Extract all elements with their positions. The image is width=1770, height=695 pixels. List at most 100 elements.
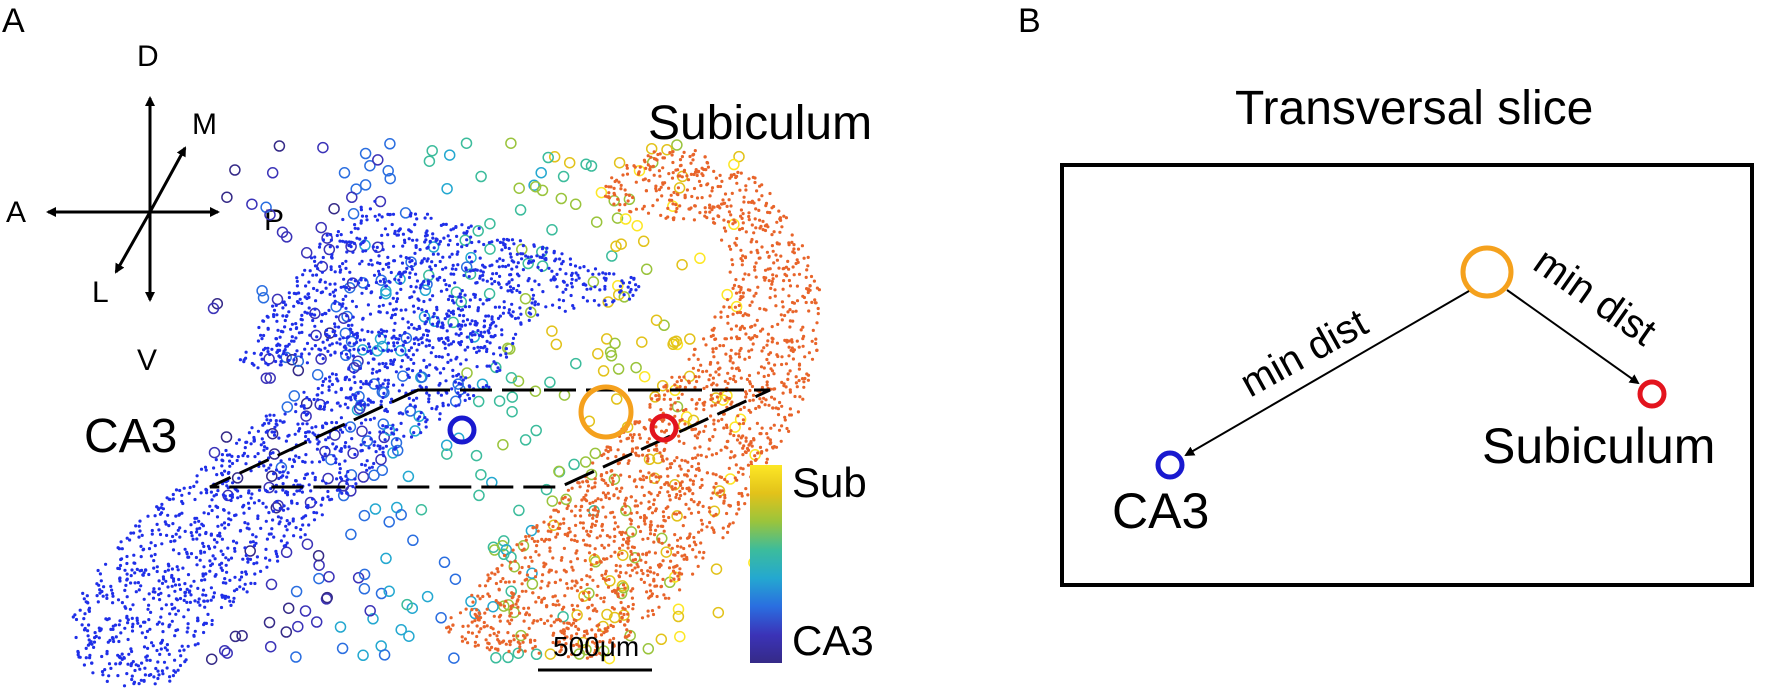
- ca3-cell-dot: [279, 516, 283, 520]
- subiculum-cell-dot: [599, 498, 603, 502]
- scatter-cell-circle: [502, 342, 514, 354]
- ca3-cell-dot: [91, 671, 95, 675]
- ca3-cell-dot: [549, 278, 553, 282]
- subiculum-cell-dot: [810, 300, 814, 304]
- subiculum-cell-dot: [585, 480, 590, 484]
- subiculum-cell-dot: [585, 529, 589, 533]
- ca3-cell-dot: [561, 290, 565, 294]
- ca3-cell-dot: [405, 410, 409, 414]
- subiculum-cell-dot: [711, 491, 715, 495]
- subiculum-cell-dot: [648, 403, 652, 407]
- ca3-cell-dot: [305, 296, 309, 301]
- subiculum-cell-dot: [625, 628, 629, 632]
- subiculum-cell-dot: [475, 624, 479, 628]
- ca3-cell-dot: [385, 329, 389, 333]
- subiculum-cell-dot: [492, 614, 496, 618]
- ca3-cell-dot: [235, 587, 239, 592]
- scatter-cell-circle: [535, 166, 547, 179]
- subiculum-cell-dot: [693, 434, 697, 438]
- ca3-cell-dot: [393, 312, 397, 317]
- ca3-cell-dot: [299, 535, 303, 539]
- ca3-cell-dot: [451, 312, 456, 316]
- subiculum-cell-dot: [756, 285, 760, 289]
- ca3-cell-dot: [235, 541, 239, 545]
- ca3-cell-dot: [543, 257, 547, 261]
- subiculum-cell-dot: [673, 553, 677, 557]
- subiculum-cell-dot: [789, 413, 794, 417]
- subiculum-cell-dot: [653, 509, 658, 513]
- subiculum-cell-dot: [738, 310, 743, 315]
- ca3-cell-dot: [372, 461, 376, 466]
- ca3-cell-dot: [189, 523, 193, 527]
- subiculum-cell-dot: [475, 608, 479, 612]
- ca3-cell-dot: [76, 651, 80, 655]
- ca3-cell-dot: [412, 290, 416, 294]
- subiculum-cell-dot: [506, 631, 510, 635]
- ca3-cell-dot: [311, 273, 315, 277]
- subiculum-cell-dot: [562, 517, 566, 521]
- ca3-cell-dot: [331, 290, 335, 294]
- scatter-cell-circle: [372, 154, 384, 166]
- ca3-cell-dot: [397, 278, 401, 282]
- ca3-cell-dot: [284, 439, 288, 443]
- scatter-cell-circle: [395, 623, 407, 636]
- ca3-cell-dot: [171, 492, 175, 497]
- subiculum-cell-dot: [695, 173, 699, 178]
- subiculum-cell-dot: [667, 494, 672, 498]
- ca3-cell-dot: [435, 308, 439, 312]
- ca3-cell-dot: [343, 377, 347, 382]
- ca3-cell-dot: [353, 396, 357, 400]
- subiculum-cell-dot: [723, 445, 728, 449]
- ca3-cell-dot: [442, 278, 446, 282]
- ca3-cell-dot: [275, 423, 279, 427]
- scatter-cell-circle: [265, 578, 278, 591]
- subiculum-cell-dot: [609, 448, 613, 452]
- ca3-cell-dot: [190, 534, 194, 538]
- ca3-cell-dot: [330, 342, 334, 346]
- subiculum-cell-dot: [583, 559, 587, 563]
- scatter-cell-circle: [475, 468, 487, 481]
- subiculum-cell-dot: [783, 313, 787, 318]
- ca3-cell-dot: [510, 290, 514, 294]
- subiculum-cell-dot: [534, 550, 538, 554]
- ca3-cell-dot: [367, 283, 371, 288]
- subiculum-cell-dot: [734, 324, 739, 328]
- subiculum-cell-dot: [496, 570, 500, 574]
- ca3-cell-dot: [386, 378, 390, 382]
- ca3-cell-dot: [424, 328, 428, 332]
- subiculum-cell-dot: [590, 525, 594, 529]
- ca3-cell-dot: [320, 513, 324, 517]
- ca3-cell-dot: [204, 621, 208, 626]
- ca3-cell-dot: [202, 599, 206, 603]
- ca3-cell-dot: [404, 256, 408, 260]
- ca3-cell-dot: [176, 609, 180, 613]
- ca3-cell-dot: [361, 382, 365, 386]
- subiculum-cell-dot: [614, 563, 618, 568]
- ca3-cell-dot: [352, 370, 356, 374]
- subiculum-cell-dot: [591, 609, 596, 613]
- subiculum-cell-dot: [689, 498, 694, 502]
- ca3-cell-dot: [317, 440, 321, 444]
- subiculum-cell-dot: [744, 184, 748, 188]
- subiculum-cell-dot: [593, 485, 597, 489]
- ca3-cell-dot: [132, 680, 137, 684]
- ca3-cell-dot: [260, 437, 264, 441]
- subiculum-cell-dot: [773, 288, 777, 292]
- ca3-cell-dot: [463, 398, 467, 402]
- ca3-cell-dot: [218, 531, 222, 535]
- ca3-cell-dot: [436, 316, 440, 320]
- ca3-cell-dot: [218, 534, 222, 538]
- ca3-cell-dot: [330, 382, 334, 387]
- ca3-cell-dot: [153, 682, 157, 686]
- subiculum-cell-dot: [551, 640, 555, 645]
- ca3-cell-dot: [97, 583, 101, 587]
- ca3-cell-dot: [334, 390, 338, 394]
- subiculum-cell-dot: [613, 179, 617, 184]
- ca3-cell-dot: [188, 485, 192, 490]
- ca3-cell-dot: [325, 400, 330, 404]
- subiculum-cell-dot: [629, 433, 633, 437]
- ca3-cell-dot: [125, 572, 129, 576]
- subiculum-cell-dot: [521, 640, 525, 644]
- subiculum-cell-dot: [657, 605, 661, 609]
- subiculum-cell-dot: [619, 183, 623, 187]
